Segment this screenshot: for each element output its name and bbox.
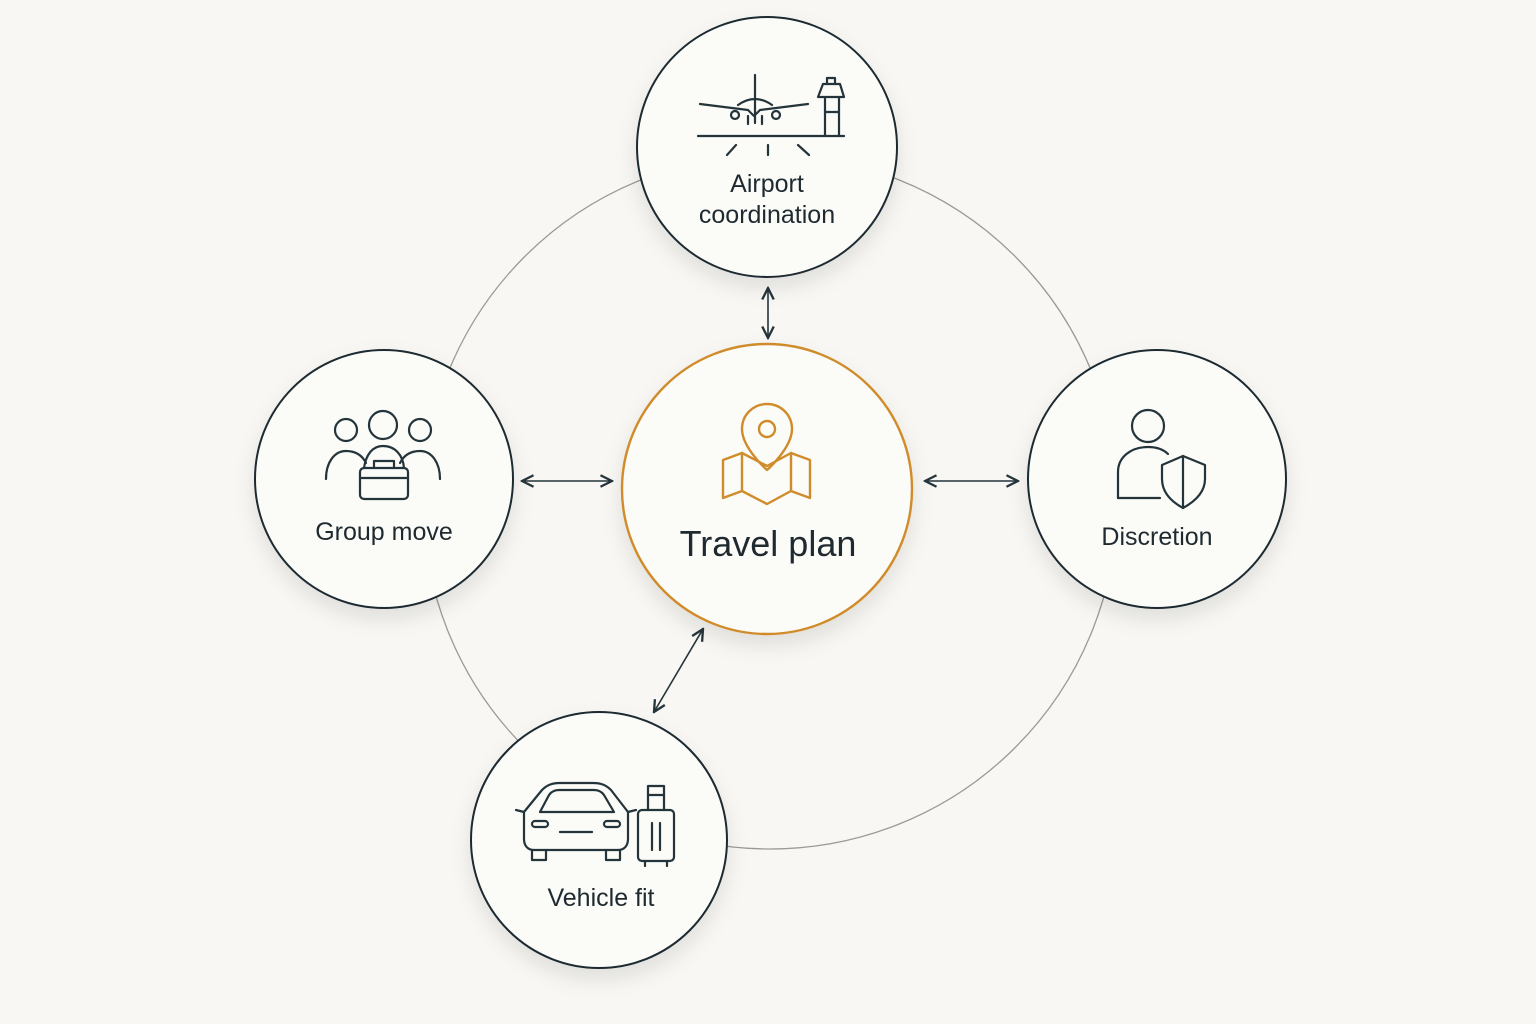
map-pin-icon [721, 402, 812, 506]
node-travel-plan: Travel plan [620, 342, 914, 636]
node-discretion: Discretion [1027, 349, 1287, 609]
vehicle-node-circle [470, 711, 728, 969]
airport-label-line1: Airport [730, 170, 804, 198]
connector-vehicle-center [654, 629, 703, 712]
node-airport-coordination: Airport coordination [636, 16, 898, 278]
group-label: Group move [315, 518, 453, 546]
node-group-move: Group move [254, 349, 514, 609]
airport-label-line2: coordination [699, 201, 835, 229]
person-shield-icon [1116, 408, 1207, 510]
car-suitcase-icon [514, 781, 676, 868]
vehicle-label: Vehicle fit [547, 884, 654, 912]
airplane-runway-tower-icon [696, 73, 846, 157]
travel-plan-label: Travel plan [680, 523, 857, 564]
node-vehicle-fit: Vehicle fit [470, 711, 728, 969]
group-luggage-icon [324, 409, 442, 501]
travel-plan-center-circle [620, 342, 914, 636]
discretion-node-circle [1027, 349, 1287, 609]
discretion-label: Discretion [1101, 523, 1212, 551]
